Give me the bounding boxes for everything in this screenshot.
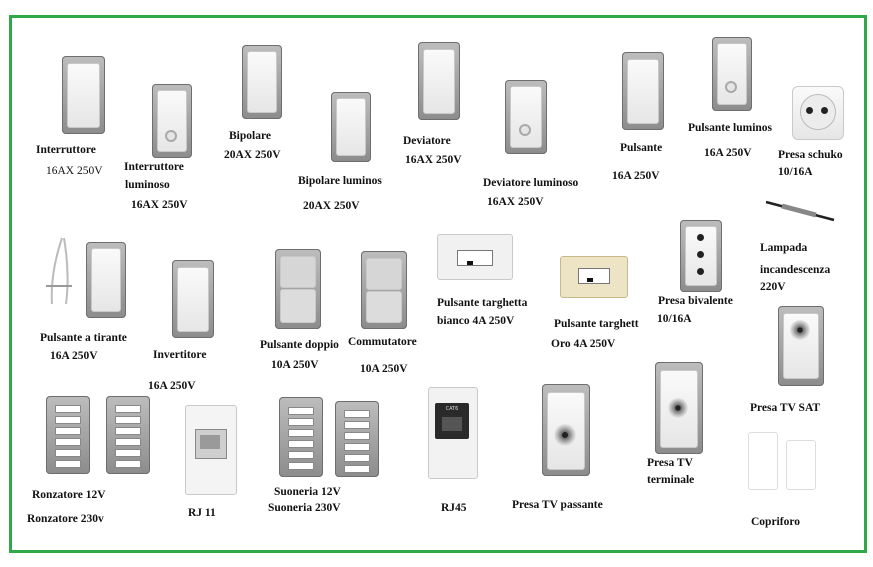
lampada-device [764, 198, 836, 224]
deviatore-label: Deviatore [403, 135, 451, 147]
deviatore-luminoso-rating: 16AX 250V [487, 196, 544, 208]
invertitore-device [172, 260, 214, 338]
suoneria-device [279, 397, 381, 477]
pulsante-luminoso-label: Pulsante luminos [688, 122, 773, 134]
presa-bivalente-device [680, 220, 722, 292]
pulsante-tirante-rating: 16A 250V [50, 350, 98, 362]
speaker-grille-icon [51, 402, 85, 471]
ronzatore-230v-label: Ronzatore 230v [27, 513, 104, 525]
pulsante-tirante-device [40, 234, 130, 326]
presa-bivalente-rating: 10/16A [657, 313, 692, 325]
catalog-frame [9, 15, 867, 553]
rj11-device [185, 405, 237, 495]
targhetta-bianco-label: Pulsante targhetta [437, 297, 528, 309]
targhetta-oro-label: Pulsante targhett [554, 318, 639, 330]
indicator-light-icon [725, 81, 737, 93]
deviatore-luminoso-device [505, 80, 547, 154]
presa-bivalente-label: Presa bivalente [658, 295, 733, 307]
pulsante-luminoso-device [712, 37, 752, 111]
pulsante-device [622, 52, 664, 130]
indicator-light-icon [165, 130, 177, 142]
pulsante-doppio-rating: 10A 250V [271, 359, 319, 371]
presa-tv-terminale-label2: terminale [647, 474, 695, 486]
targhetta-bianco-rating: bianco 4A 250V [437, 315, 515, 327]
interruttore-device [62, 56, 105, 134]
interruttore-luminoso-label2: luminoso [125, 179, 170, 191]
bipolare-luminoso-device [331, 92, 371, 162]
presa-schuko-device [792, 86, 844, 140]
pull-cord-icon [46, 237, 72, 305]
presa-tv-passante-label: Presa TV passante [512, 499, 603, 511]
targhetta-bianco-device [437, 234, 513, 280]
pulsante-doppio-label: Pulsante doppio [260, 339, 339, 351]
pulsante-luminoso-rating: 16A 250V [704, 147, 752, 159]
indicator-light-icon [519, 124, 531, 136]
invertitore-rating: 16A 250V [148, 380, 196, 392]
commutatore-device [361, 251, 407, 329]
pulsante-tirante-label: Pulsante a tirante [40, 332, 127, 344]
lampada-label2: incandescenza [760, 264, 831, 276]
bipolare-luminoso-rating: 20AX 250V [303, 200, 360, 212]
presa-schuko-rating: 10/16A [778, 166, 813, 178]
presa-tv-sat-label: Presa TV SAT [750, 402, 821, 414]
interruttore-luminoso-device [152, 84, 192, 158]
presa-tv-terminale-device [655, 362, 703, 454]
rj45-device: CAT6 [428, 387, 478, 479]
commutatore-rating: 10A 250V [360, 363, 408, 375]
interruttore-rating: 16AX 250V [46, 165, 103, 177]
commutatore-label: Commutatore [348, 336, 417, 348]
lampada-label: Lampada [760, 242, 808, 254]
presa-tv-sat-device [778, 306, 824, 386]
coax-connector-icon [668, 398, 688, 418]
deviatore-device [418, 42, 460, 120]
rj11-label: RJ 11 [188, 507, 216, 519]
coax-connector-icon [554, 424, 576, 446]
lamp-icon [765, 200, 835, 222]
speaker-grille-icon [111, 402, 145, 471]
deviatore-rating: 16AX 250V [405, 154, 462, 166]
copriforo-label: Copriforo [751, 516, 800, 528]
rj45-label: RJ45 [441, 502, 467, 514]
bipolare-luminoso-label: Bipolare luminos [298, 175, 382, 187]
bipolare-label: Bipolare [229, 130, 271, 142]
presa-tv-passante-device [542, 384, 590, 476]
speaker-grille-icon [284, 404, 318, 473]
presa-tv-terminale-label: Presa TV [647, 457, 693, 469]
presa-schuko-label: Presa schuko [778, 149, 843, 161]
ronzatore-device [46, 396, 152, 474]
deviatore-luminoso-label: Deviatore luminoso [483, 177, 579, 189]
suoneria-12v-label: Suoneria 12V [274, 486, 341, 498]
interruttore-luminoso-label: Interruttore [124, 161, 184, 173]
targhetta-oro-rating: Oro 4A 250V [551, 338, 616, 350]
invertitore-label: Invertitore [153, 349, 207, 361]
ronzatore-12v-label: Ronzatore 12V [32, 489, 106, 501]
suoneria-230v-label: Suoneria 230V [268, 502, 341, 514]
bipolare-device [242, 45, 282, 119]
pulsante-doppio-device [275, 249, 321, 329]
targhetta-oro-device [560, 256, 628, 298]
interruttore-luminoso-rating: 16AX 250V [131, 199, 188, 211]
rj45-jack-text: CAT6 [445, 406, 459, 412]
pulsante-label: Pulsante [620, 142, 663, 154]
bipolare-rating: 20AX 250V [224, 149, 281, 161]
lampada-rating: 220V [760, 281, 786, 293]
copriforo-device [748, 432, 820, 490]
pulsante-rating: 16A 250V [612, 170, 660, 182]
interruttore-label: Interruttore [36, 144, 96, 156]
speaker-grille-icon [340, 407, 374, 476]
coax-connector-icon [790, 320, 810, 340]
